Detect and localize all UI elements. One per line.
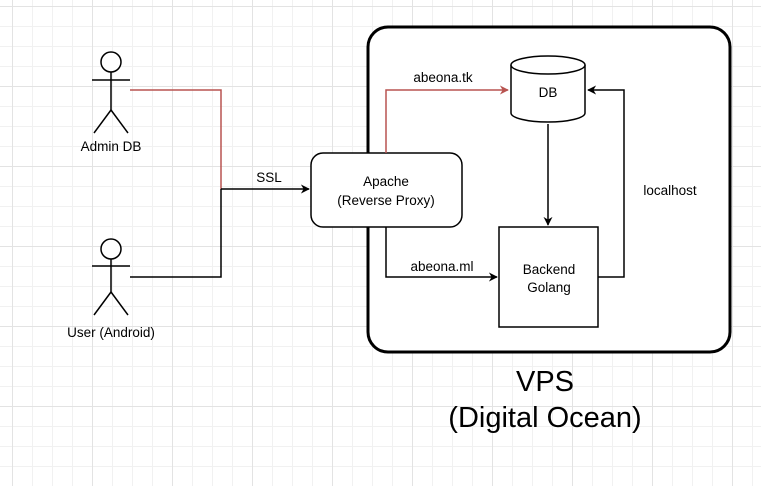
apache-node[interactable] (310, 152, 463, 228)
edge-apache-to-backend[interactable] (385, 227, 498, 282)
edge-apache-to-db[interactable] (385, 85, 509, 153)
vps-caption-line1: VPS (516, 366, 574, 398)
backend-label-line1: Backend (523, 262, 576, 277)
backend-node[interactable] (498, 226, 599, 328)
localhost-label: localhost (643, 183, 697, 198)
abeona-ml-label: abeona.ml (410, 259, 473, 274)
backend-label-line2: Golang (527, 280, 571, 295)
vps-caption-line2: (Digital Ocean) (448, 402, 641, 434)
edge-admin-to-junction[interactable] (130, 89, 222, 189)
abeona-tk-label: abeona.tk (413, 70, 473, 85)
edge-user-to-junction[interactable] (130, 189, 222, 278)
ssl-label: SSL (256, 170, 282, 185)
user-actor-icon[interactable] (92, 238, 130, 316)
apache-label-line1: Apache (363, 174, 409, 189)
user-actor-label: User (Android) (67, 325, 155, 340)
db-label: DB (539, 85, 558, 100)
admin-actor-label: Admin DB (81, 139, 142, 154)
admin-actor-icon[interactable] (92, 51, 130, 134)
edge-backend-to-db[interactable] (587, 85, 625, 278)
apache-label-line2: (Reverse Proxy) (337, 193, 435, 208)
db-node[interactable] (510, 55, 586, 123)
